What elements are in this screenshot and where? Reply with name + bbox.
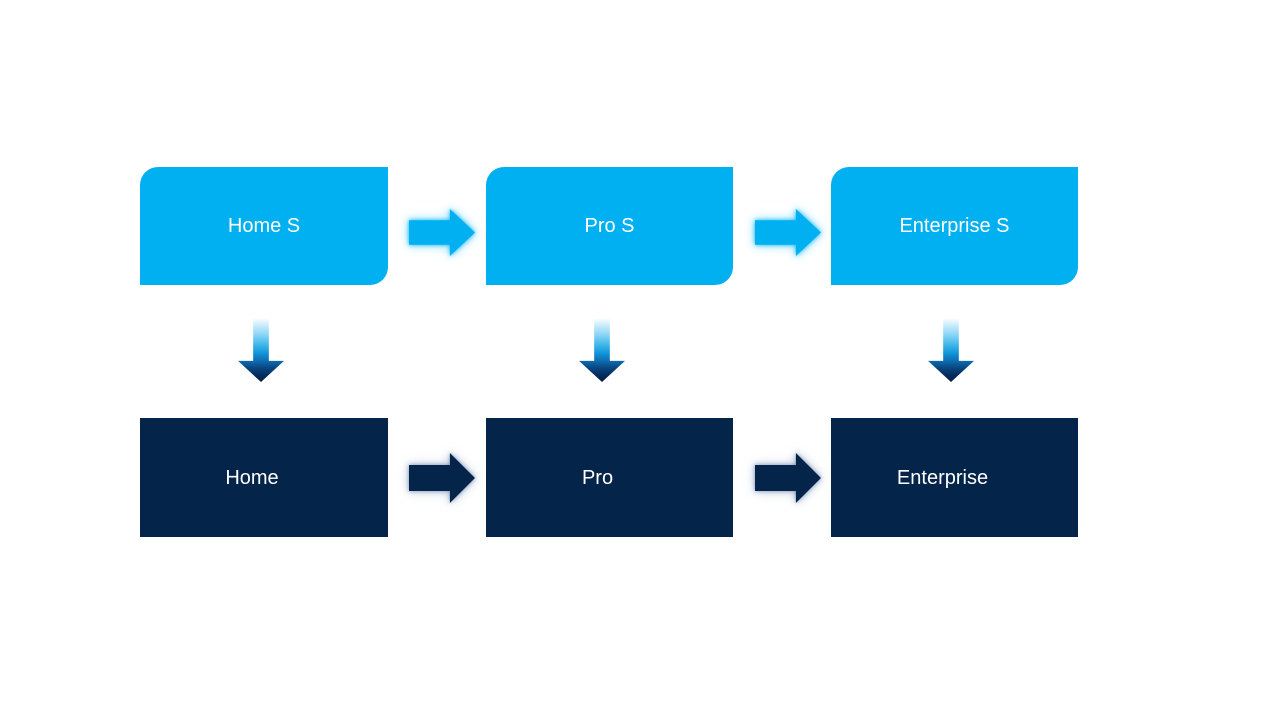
down-arrow-icon [238, 318, 284, 382]
box-enterprise-s: Enterprise S [831, 167, 1078, 285]
down-arrow-shape [238, 318, 284, 382]
box-pro: Pro [486, 418, 733, 537]
down-arrow-icon [928, 318, 974, 382]
box-home-s: Home S [140, 167, 388, 285]
box-pro-s-label: Pro S [584, 215, 635, 237]
box-enterprise-s-label: Enterprise S [899, 215, 1010, 237]
down-arrow-shape [579, 318, 625, 382]
right-arrow-shape [755, 453, 821, 503]
box-home: Home [140, 418, 388, 537]
box-enterprise-label: Enterprise [896, 466, 989, 489]
right-arrow-shape [409, 209, 475, 256]
right-arrow-shape [409, 453, 475, 503]
box-home-s-label: Home S [227, 215, 301, 237]
box-pro-s: Pro S [486, 167, 733, 285]
right-arrow-shape [755, 209, 821, 256]
right-arrow-icon [755, 209, 821, 256]
box-home-label: Home [225, 466, 279, 489]
down-arrow-icon [579, 318, 625, 382]
down-arrow-shape [928, 318, 974, 382]
box-enterprise: Enterprise [831, 418, 1078, 537]
right-arrow-icon [755, 453, 821, 503]
right-arrow-icon [409, 209, 475, 256]
box-pro-label: Pro [581, 466, 614, 489]
right-arrow-icon [409, 453, 475, 503]
